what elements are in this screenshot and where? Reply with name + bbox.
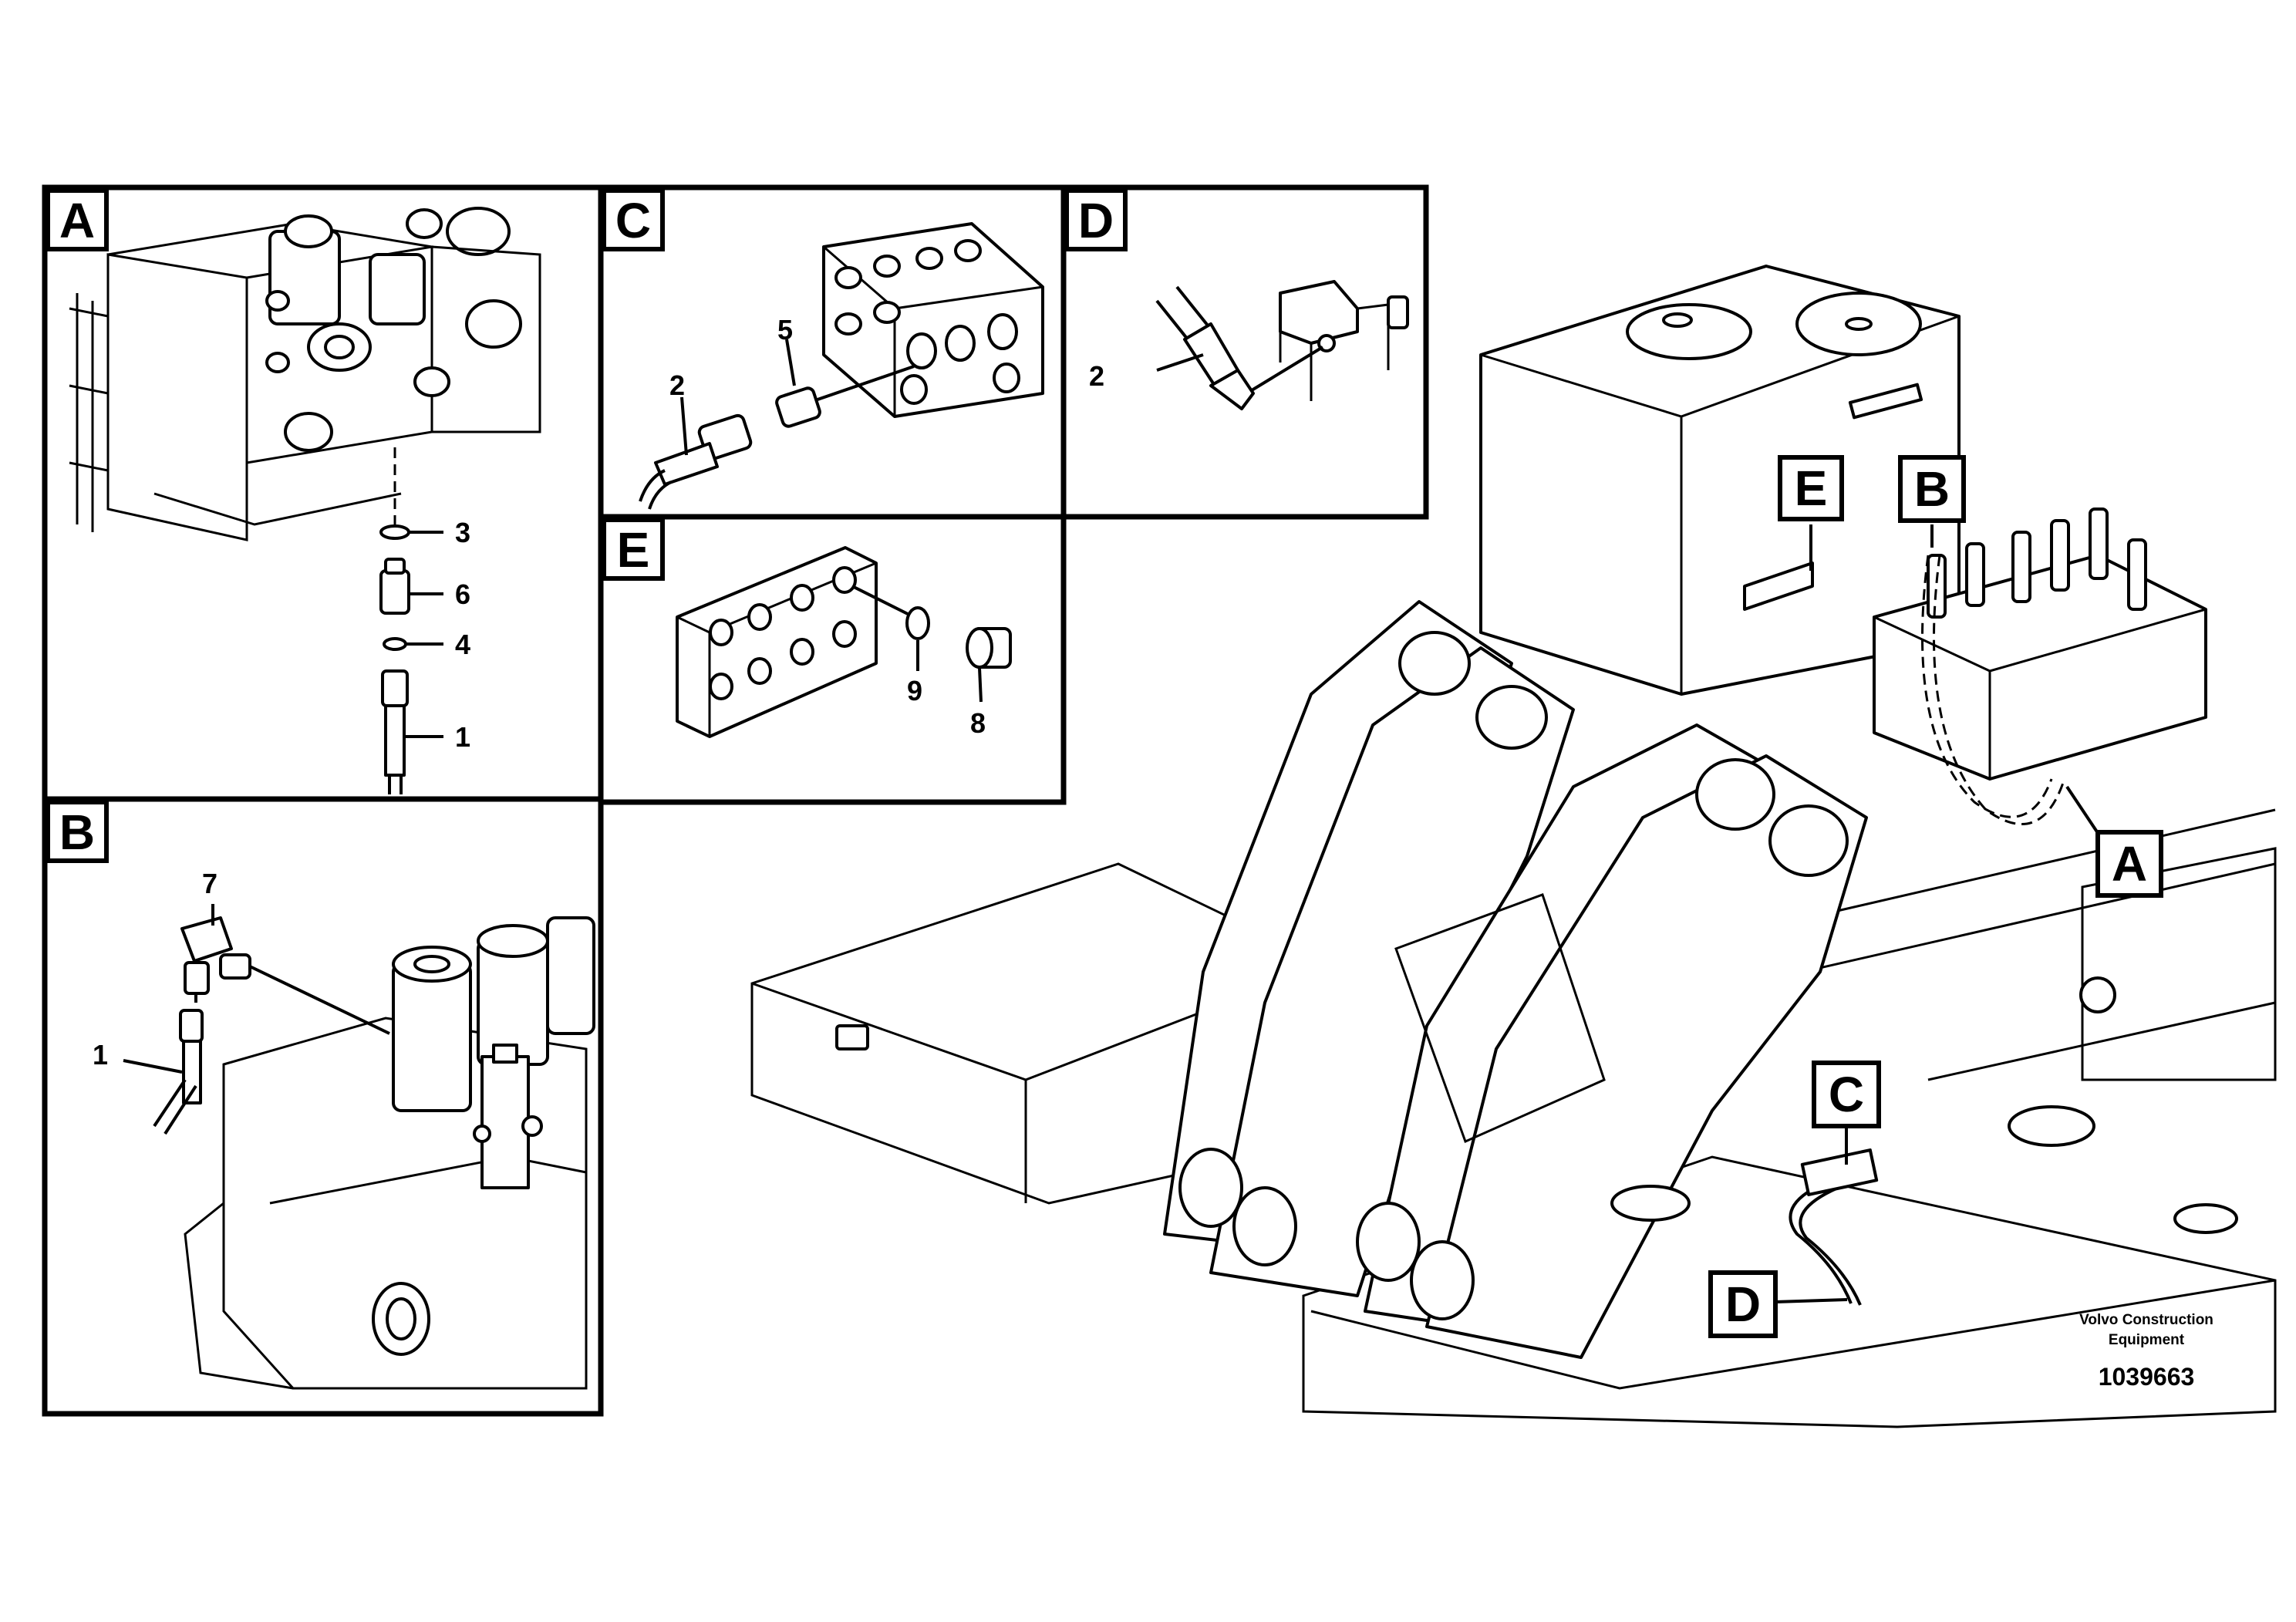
manufacturer-line-2: Equipment bbox=[2109, 1332, 2185, 1348]
part-number: 6 bbox=[455, 578, 470, 610]
part-number: 9 bbox=[907, 675, 922, 706]
detail-panel-c: C 5 2 bbox=[598, 184, 1067, 520]
document-number: 1039663 bbox=[2099, 1363, 2195, 1391]
part-number: 2 bbox=[1089, 360, 1104, 392]
part-number: 5 bbox=[777, 314, 793, 346]
detail-panel-d: D 2 bbox=[1060, 184, 1429, 520]
part-number: 7 bbox=[202, 868, 217, 899]
main-assembly-view: E B A C D bbox=[750, 265, 2277, 1428]
part-number: 3 bbox=[455, 517, 470, 548]
detail-letter-e: E bbox=[617, 522, 650, 578]
detail-letter-b: B bbox=[59, 804, 95, 860]
detail-panel-b: B 7 1 bbox=[42, 796, 604, 1417]
manufacturer-credit: Volvo Construction Equipment 1039663 bbox=[2079, 1312, 2213, 1391]
part-number: 1 bbox=[93, 1039, 108, 1071]
detail-panel-a: A 3 6 4 1 bbox=[42, 184, 604, 802]
callout-a: A bbox=[2112, 836, 2147, 892]
detail-letter-d: D bbox=[1078, 193, 1114, 248]
detail-letter-c: C bbox=[615, 193, 651, 248]
callout-b: B bbox=[1914, 461, 1950, 517]
part-number: 4 bbox=[455, 629, 470, 660]
callout-d: D bbox=[1725, 1276, 1761, 1332]
detail-panel-e: E 9 8 bbox=[598, 514, 1067, 805]
manufacturer-line-1: Volvo Construction bbox=[2079, 1312, 2213, 1328]
detail-letter-a: A bbox=[59, 193, 95, 248]
callout-e: E bbox=[1795, 460, 1828, 516]
part-number: 1 bbox=[455, 721, 470, 753]
part-number: 2 bbox=[669, 369, 685, 401]
callout-c: C bbox=[1829, 1067, 1864, 1122]
part-number: 8 bbox=[970, 707, 986, 739]
